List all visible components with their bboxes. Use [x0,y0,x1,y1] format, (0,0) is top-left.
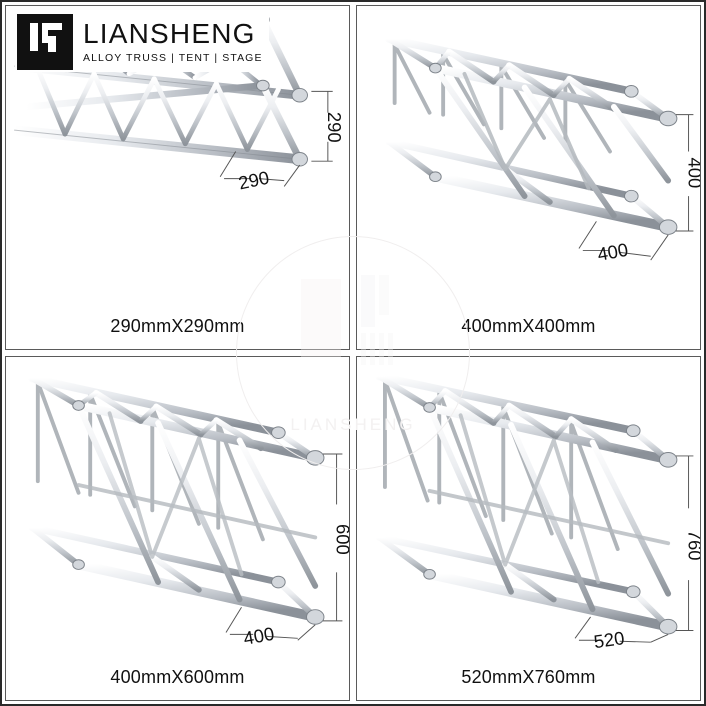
ls-monogram-logo-icon [17,14,73,70]
panel-caption: 520mmX760mm [461,667,596,687]
panel-520x760[interactable]: 760 520 520mmX760mm [356,356,701,701]
truss-illustration-400x600: 600 400 [6,357,349,648]
panel-caption: 290mmX290mm [110,316,245,336]
dimension-height-760: 760 [685,530,700,561]
dimension-height-290: 290 [324,112,345,143]
brand-tagline: ALLOY TRUSS | TENT | STAGE [83,52,263,65]
panel-290[interactable]: LIANSHENG ALLOY TRUSS | TENT | STAGE [5,5,350,350]
dimension-width-400: 400 [242,623,276,648]
truss-illustration-520x760: 760 520 [357,357,700,648]
panel-400[interactable]: 400 400 400mmX400mm [356,5,701,350]
dimension-width-520: 520 [592,627,625,648]
panel-caption: 400mmX600mm [110,667,245,687]
dimension-height-600: 600 [333,524,349,555]
panel-400x600[interactable]: 600 400 400mmX600mm [5,356,350,701]
panel-caption: 400mmX400mm [461,316,596,336]
truss-illustration-400: 400 400 [357,6,700,297]
dimension-width-290: 290 [237,167,271,194]
brand-logo: LIANSHENG ALLOY TRUSS | TENT | STAGE [15,12,269,72]
dimension-height-400: 400 [685,157,700,188]
dimension-width-400: 400 [596,239,630,265]
brand-name: LIANSHENG [83,18,256,50]
